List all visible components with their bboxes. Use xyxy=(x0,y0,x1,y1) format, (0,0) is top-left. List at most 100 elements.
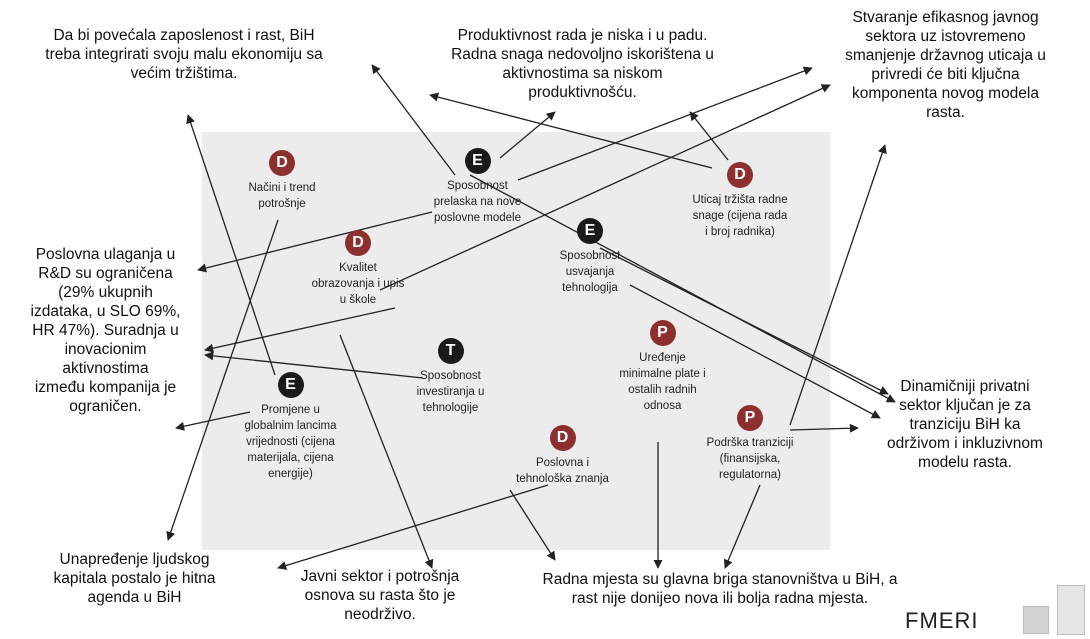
node-technology-adoption: E Sposobnost usvajanja tehnologija xyxy=(540,218,640,296)
statement-line: agenda u BiH xyxy=(87,589,182,606)
statement-line: tranziciju BiH ka xyxy=(909,416,1021,433)
statement-line: izdataka, u SLO 69%, xyxy=(30,303,181,320)
node-technology-investment: T Sposobnost investiranja u tehnologije xyxy=(398,338,503,416)
arrow-e5-to-right-mid xyxy=(599,247,889,395)
node-label: Podrška tranziciji (finansijska, regulat… xyxy=(707,435,794,483)
node-label-line: tehnološka znanja xyxy=(516,473,609,485)
badge-e-icon: E xyxy=(277,372,304,398)
statement-line: R&D su ograničena xyxy=(38,265,173,282)
node-education-quality: D Kvalitet obrazovanja i upis u škole xyxy=(298,230,418,308)
node-label-line: tehnologije xyxy=(422,402,479,414)
badge-d-icon: D xyxy=(269,150,295,176)
statement-line: održivom i inkluzivnom xyxy=(887,435,1043,452)
node-global-value-chains: E Promjene u globalnim lancima vrijednos… xyxy=(228,372,353,482)
node-business-tech-knowledge: D Poslovna i tehnološka znanja xyxy=(505,425,620,487)
statement-line: treba integrirati svoju malu ekonomiju s… xyxy=(45,46,323,63)
badge-p-icon: P xyxy=(649,320,676,346)
statement-line: komponenta novog modela xyxy=(852,85,1039,102)
statement-line: smanjenje državnog uticaja u xyxy=(845,47,1046,64)
node-label-line: materijala, cijena xyxy=(247,452,334,464)
node-label-line: Uređenje xyxy=(639,352,686,364)
statement-line: HR 47%). Suradnja u xyxy=(32,322,179,339)
node-label-line: globalnim lancima xyxy=(244,420,337,432)
node-label-line: vrijednosti (cijena xyxy=(246,436,335,448)
arrow-e5b-to-right-mid xyxy=(629,284,881,419)
statement-bottom-right: Radna mjesta su glavna briga stanovništv… xyxy=(520,570,920,608)
arrow-p-to-right-mid xyxy=(789,423,859,433)
statement-line: Unapređenje ljudskog xyxy=(59,551,210,568)
statement-line: Da bi povećala zaposlenost i rast, BiH xyxy=(53,27,315,44)
arrow-e8-to-left-mid-b xyxy=(175,411,251,431)
node-label-line: (finansijska, xyxy=(719,453,781,465)
arrow-e-to-top-left xyxy=(371,64,456,176)
node-transition-support: P Podrška tranziciji (finansijska, regul… xyxy=(690,405,810,483)
statement-top-left: Da bi povećala zaposlenost i rast, BiH t… xyxy=(14,26,354,83)
statement-line: Dinamičniji privatni xyxy=(900,378,1030,395)
node-labor-market-influence: D Uticaj tržišta radne snage (cijena rad… xyxy=(670,162,810,240)
statement-line: neodrživo. xyxy=(344,606,416,623)
node-label-line: snage (cijena rada xyxy=(692,210,788,222)
statement-line: ograničen. xyxy=(69,398,142,415)
node-business-model-transition: E Sposobnost prelaska na nove poslovne m… xyxy=(415,148,540,226)
statement-line: rasta. xyxy=(926,104,965,121)
node-label-line: potrošnje xyxy=(258,198,306,210)
node-label-line: obrazovanja i upis xyxy=(311,278,405,290)
arrow-d4-to-left-mid xyxy=(204,307,396,353)
node-label-line: prelaska na nove xyxy=(433,196,522,208)
statement-line: kapitala postalo je hitna xyxy=(53,570,216,587)
node-label-line: Sposobnost xyxy=(447,180,508,192)
node-label-line: energije) xyxy=(268,468,313,480)
statement-bottom-center: Javni sektor i potrošnja osnova su rasta… xyxy=(280,567,480,624)
badge-d-icon: D xyxy=(727,162,753,188)
node-minimum-wage-regulation: P Uređenje minimalne plate i ostalih rad… xyxy=(605,320,720,414)
arrow-e-to-top-right xyxy=(517,66,813,181)
arrow-d4-to-bottom-center xyxy=(339,334,434,569)
arrow-d3-to-top-left xyxy=(429,92,713,169)
node-label: Kvalitet obrazovanja i upis u škole xyxy=(312,260,405,308)
arrow-p10-to-bottom-right xyxy=(723,484,761,569)
node-label-line: Kvalitet xyxy=(339,262,377,274)
statement-line: Radna snaga nedovoljno iskorištena u xyxy=(451,46,714,63)
arrow-d1-to-bottom-left xyxy=(166,219,279,541)
arrow-e8-to-top-left xyxy=(186,114,276,376)
node-label-line: Sposobnost xyxy=(420,370,481,382)
badge-t-icon: T xyxy=(437,338,464,364)
statement-line: Radna mjesta su glavna briga stanovništv… xyxy=(542,571,898,588)
statement-line: Javni sektor i potrošnja xyxy=(300,568,460,585)
statement-top-right: Stvaranje efikasnog javnog sektora uz is… xyxy=(818,8,1073,122)
node-label: Sposobnost investiranja u tehnologije xyxy=(417,368,485,416)
arrow-d4-to-top-right xyxy=(379,84,831,291)
statement-line: modelu rasta. xyxy=(918,454,1012,471)
badge-e-icon: E xyxy=(577,218,603,244)
node-label-line: Podrška tranziciji xyxy=(706,437,794,449)
node-label: Načini i trend potrošnje xyxy=(248,180,315,212)
node-label-line: Poslovna i xyxy=(535,457,590,469)
node-label-line: regulatorna) xyxy=(718,469,781,481)
node-label: Uređenje minimalne plate i ostalih radni… xyxy=(619,350,705,414)
arrow-e-to-top-center xyxy=(499,111,556,159)
statement-line: produktivnošću. xyxy=(528,84,637,101)
node-label-line: Promjene u xyxy=(261,404,320,416)
statement-line: većim tržištima. xyxy=(130,65,238,82)
arrow-t-to-left-mid xyxy=(204,351,424,379)
node-label-line: odnosa xyxy=(643,400,682,412)
node-label: Sposobnost usvajanja tehnologija xyxy=(560,248,621,296)
node-label-line: poslovne modele xyxy=(434,212,521,224)
statement-line: Stvaranje efikasnog javnog xyxy=(852,9,1039,26)
statement-line: Poslovna ulaganja u xyxy=(35,246,176,263)
statement-line: osnova su rasta što je xyxy=(304,587,456,604)
statement-top-center: Produktivnost rada je niska i u padu. Ra… xyxy=(435,26,730,102)
undp-logo-icon xyxy=(1057,585,1085,635)
badge-e-icon: E xyxy=(464,148,491,174)
node-label-line: tehnologija xyxy=(562,282,618,294)
statement-line: (29% ukupnih xyxy=(58,284,153,301)
statement-line: aktivnostima sa niskom xyxy=(502,65,663,82)
node-label-line: investiranja u xyxy=(416,386,485,398)
statement-line: privredi će biti ključna xyxy=(871,66,1020,83)
statement-line: Produktivnost rada je niska i u padu. xyxy=(457,27,708,44)
node-label: Promjene u globalnim lancima vrijednosti… xyxy=(244,402,336,482)
badge-d-icon: D xyxy=(345,230,371,256)
node-label: Uticaj tržišta radne snage (cijena rada … xyxy=(692,192,787,240)
statement-line: aktivnostima xyxy=(62,360,149,377)
